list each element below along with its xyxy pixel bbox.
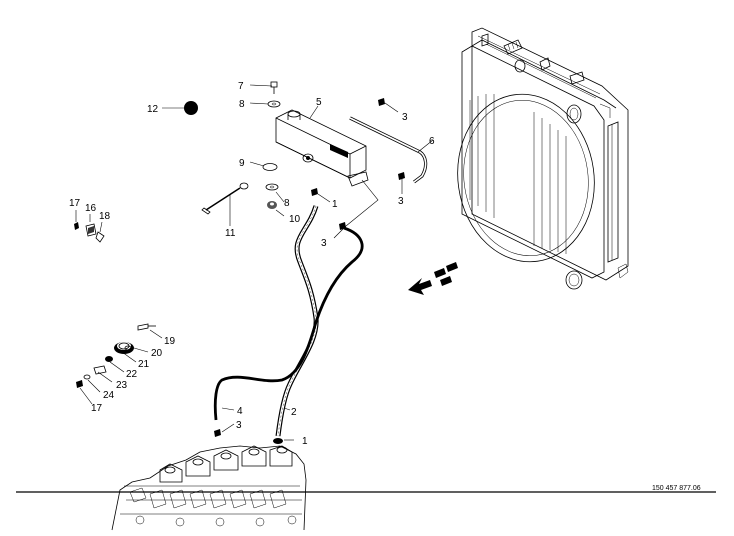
clamp-3-radiator (378, 98, 385, 106)
callout-1-bottom: 1 (302, 436, 308, 447)
callout-9: 9 (239, 158, 245, 169)
callout-16: 16 (85, 203, 97, 214)
document-number: 150 457 877.06 (652, 485, 701, 492)
callout-21: 21 (138, 359, 150, 370)
callout-8-top: 8 (239, 99, 245, 110)
callout-11: 11 (225, 228, 236, 239)
bolt-7 (270, 81, 278, 94)
callout-23: 23 (116, 380, 128, 391)
fitting-cluster-16-18 (74, 222, 105, 243)
leader-lines (75, 84, 434, 441)
clamp-3-tank (398, 172, 405, 180)
callout-3-tank: 3 (398, 196, 404, 207)
callout-3-mid: 3 (321, 238, 327, 249)
callout-17-bottom: 17 (91, 403, 103, 414)
clamp-1-bottom (273, 438, 283, 444)
sensor-11 (201, 182, 249, 215)
callout-labels: 7 8 12 5 3 6 9 3 1 8 10 11 3 17 16 18 19… (69, 81, 701, 492)
callout-5: 5 (316, 97, 322, 108)
plug-12 (184, 101, 198, 115)
callout-22: 22 (126, 369, 138, 380)
washer-8-mid (265, 183, 279, 191)
callout-3-radiator: 3 (402, 112, 408, 123)
nut-10 (267, 201, 277, 209)
flow-direction-arrow (408, 262, 458, 295)
clamp-1-top (311, 188, 318, 196)
washer-8-top (267, 100, 281, 108)
callout-24: 24 (103, 390, 115, 401)
callout-2: 2 (291, 407, 297, 418)
callout-18: 18 (99, 211, 111, 222)
callout-6: 6 (429, 136, 435, 147)
callout-19: 19 (164, 336, 176, 347)
callout-8-mid: 8 (284, 198, 290, 209)
hose-4 (213, 226, 364, 421)
callout-10: 10 (289, 214, 301, 225)
washer-9 (262, 163, 278, 171)
callout-17-top: 17 (69, 198, 81, 209)
pipe-6 (349, 116, 428, 184)
radiator-assembly (457, 27, 629, 290)
hose-2 (275, 205, 319, 437)
callout-4: 4 (237, 406, 243, 417)
callout-20: 20 (151, 348, 163, 359)
engine-block (111, 445, 307, 531)
callout-12: 12 (147, 104, 159, 115)
expansion-tank (275, 109, 369, 187)
callout-1-top: 1 (332, 199, 338, 210)
clamp-3-bottom (214, 429, 221, 437)
callout-7: 7 (238, 81, 244, 92)
fitting-cluster-19-24 (76, 323, 156, 388)
callout-3-bottom: 3 (236, 420, 242, 431)
